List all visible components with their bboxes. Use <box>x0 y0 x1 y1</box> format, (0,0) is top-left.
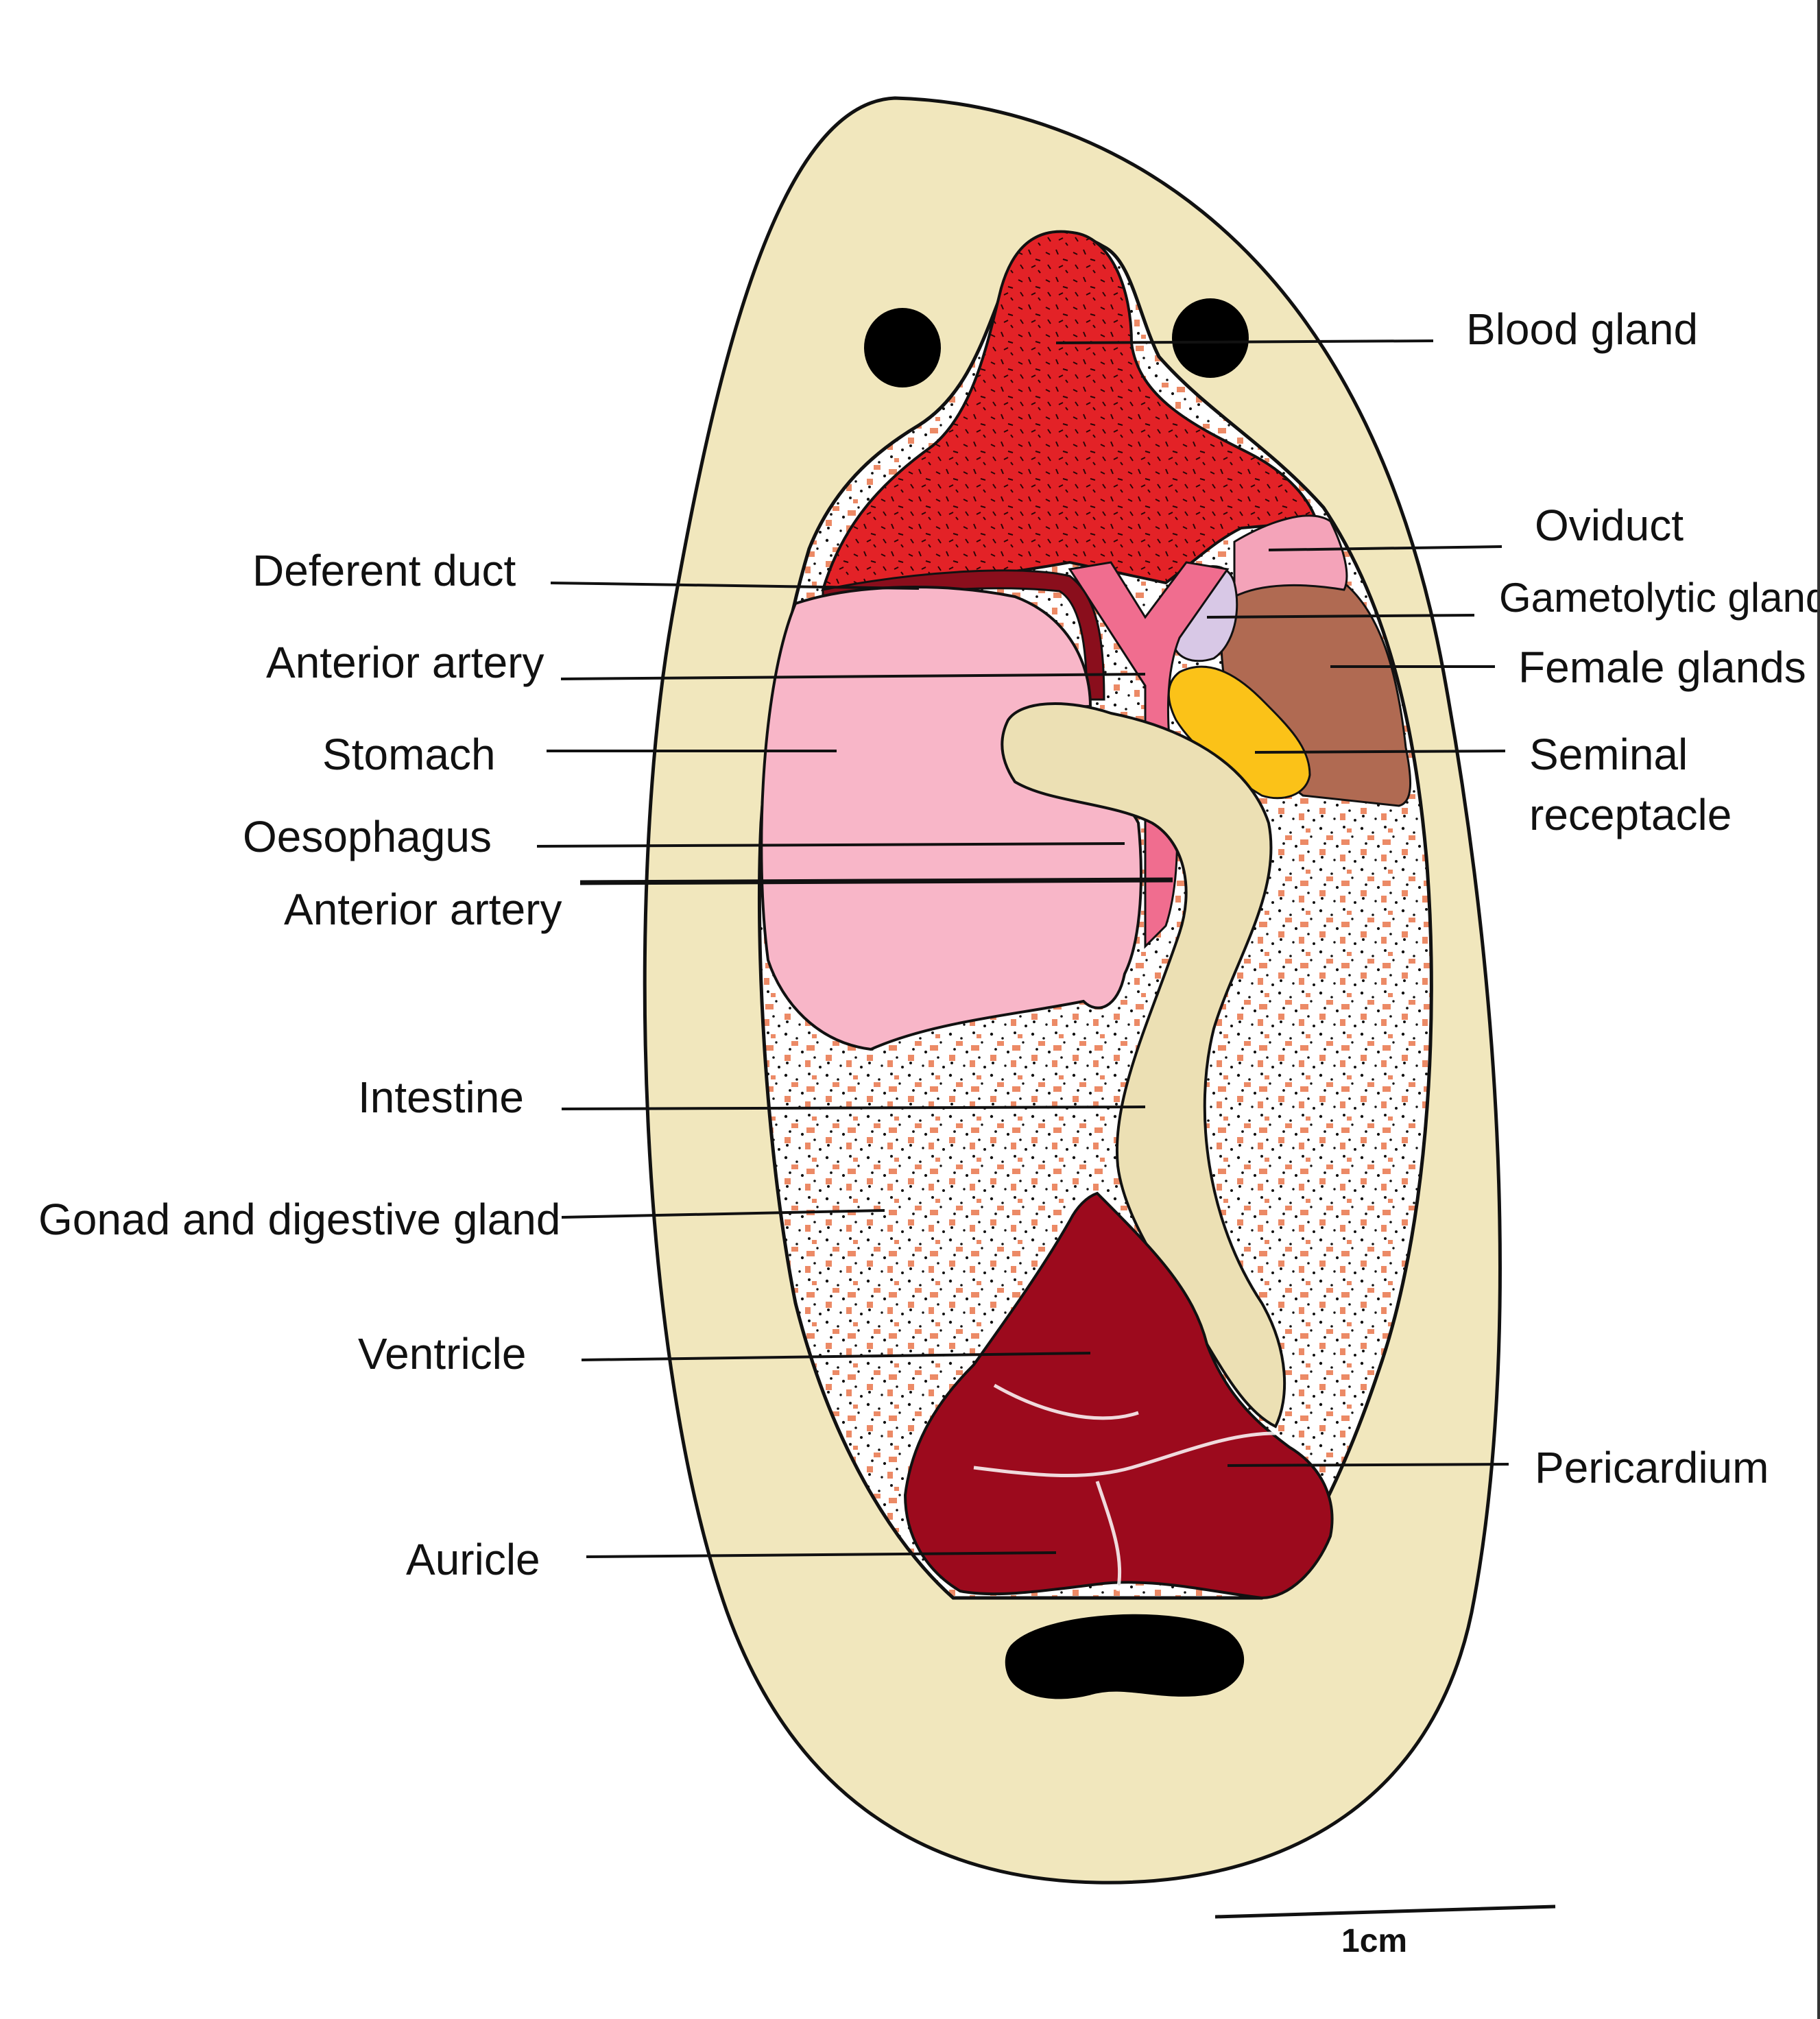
label-seminal-receptacle-line2: receptacle <box>1529 790 1732 839</box>
label-auricle: Auricle <box>406 1535 540 1584</box>
leader-pericardium <box>1227 1463 1509 1467</box>
seminal-receptacle <box>1167 665 1311 800</box>
label-deferent-duct: Deferent duct <box>252 546 516 595</box>
oviduct <box>1233 514 1348 599</box>
leader-gametolytic-gland <box>1206 614 1475 619</box>
leader-blood-gland <box>1055 339 1434 344</box>
label-oesophagus: Oesophagus <box>243 812 492 861</box>
heart-septa <box>973 1383 1276 1592</box>
frame-edge <box>1817 0 1820 2019</box>
leader-ventricle <box>581 1352 1091 1361</box>
label-gonad-digestive-gland: Gonad and digestive gland <box>38 1195 560 1244</box>
label-intestine: Intestine <box>358 1073 524 1122</box>
label-blood-gland: Blood gland <box>1466 304 1698 354</box>
leader-oesophagus <box>536 842 1125 848</box>
label-ventricle: Ventricle <box>358 1329 526 1378</box>
left-eye <box>864 308 941 387</box>
leader-deferent-duct <box>550 582 920 590</box>
scale-bar-label: 1cm <box>1341 1923 1407 1959</box>
leader-gonad-digestive-gland <box>561 1209 885 1219</box>
scale-bar <box>1214 1904 1556 1919</box>
leader-oviduct <box>1268 545 1502 551</box>
label-anterior-artery-upper: Anterior artery <box>266 638 544 687</box>
label-female-glands: Female glands <box>1518 643 1806 692</box>
label-pericardium: Pericardium <box>1535 1443 1769 1492</box>
label-gametolytic-gland: Gametolytic gland <box>1499 575 1820 621</box>
leader-anterior-artery-upper <box>560 673 1146 680</box>
leader-lines <box>536 339 1509 1558</box>
label-anterior-artery-lower: Anterior artery <box>284 885 562 934</box>
mouth-opening <box>1005 1614 1245 1699</box>
leader-intestine <box>561 1106 1146 1110</box>
label-stomach: Stomach <box>322 730 496 779</box>
intestine <box>1001 702 1286 1429</box>
right-eye <box>1172 298 1249 378</box>
label-seminal-receptacle-line1: Seminal <box>1529 730 1688 779</box>
label-oviduct: Oviduct <box>1535 501 1684 550</box>
leader-auricle <box>586 1551 1057 1558</box>
leader-seminal-receptacle <box>1254 750 1506 754</box>
leader-anterior-artery-lower <box>579 877 1173 885</box>
